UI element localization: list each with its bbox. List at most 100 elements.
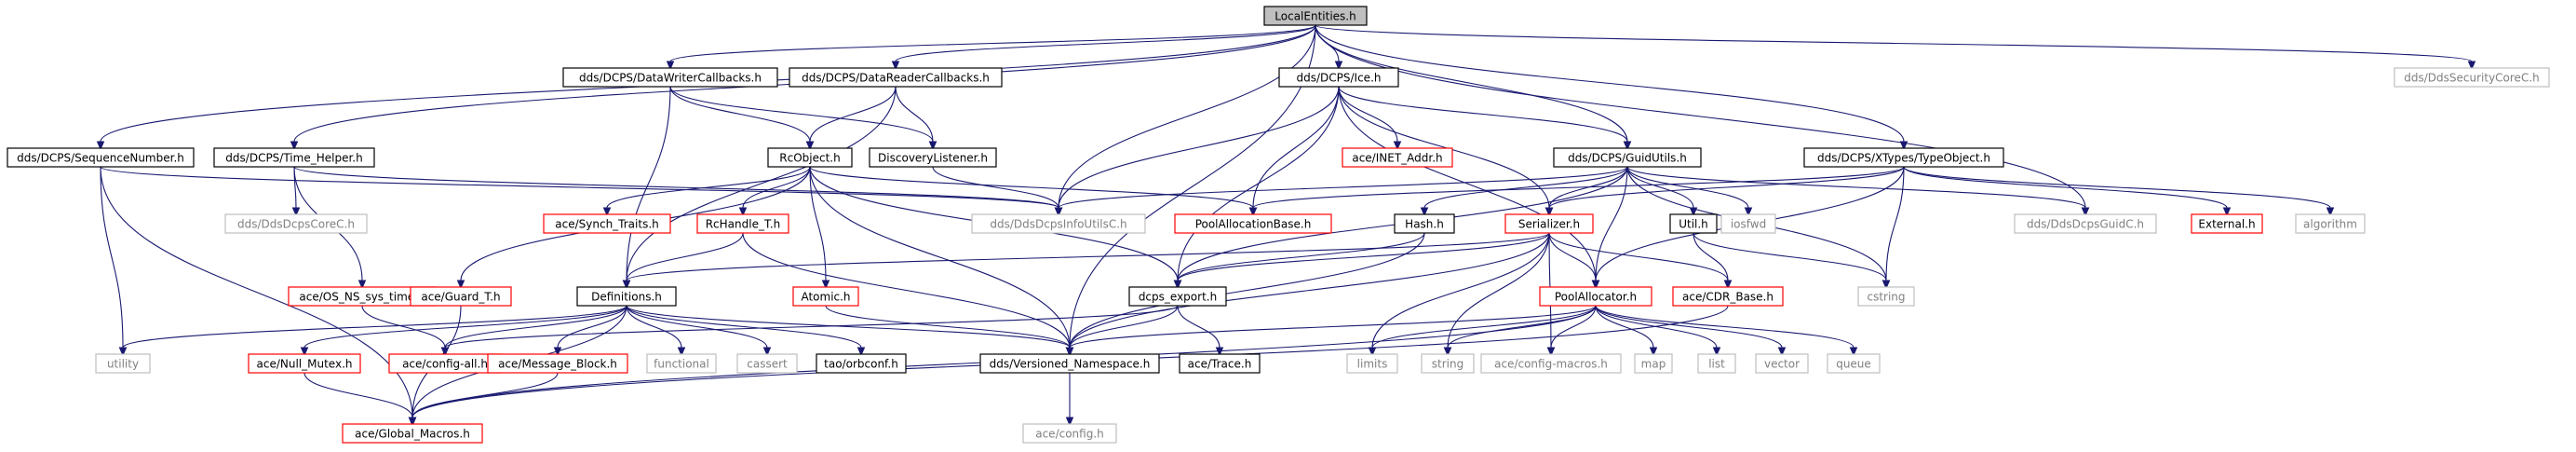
node-nullmutex[interactable]: ace/Null_Mutex.h (248, 353, 361, 374)
node-poolalloc[interactable]: PoolAllocator.h (1539, 286, 1652, 307)
node-defs[interactable]: Definitions.h (576, 286, 677, 307)
node-label: vector (1764, 358, 1800, 371)
edge-guidu-to-hash (1420, 166, 1628, 217)
node-box (1553, 147, 1702, 168)
node-globalmacros[interactable]: ace/Global_Macros.h (342, 423, 483, 444)
node-poolab[interactable]: PoolAllocationBase.h (1174, 213, 1332, 234)
node-trace[interactable]: ace/Trace.h (1179, 353, 1261, 374)
edge-rcobj-to-poolab (809, 166, 1258, 217)
node-box (869, 147, 997, 168)
node-orbconf[interactable]: tao/orbconf.h (816, 353, 907, 374)
edge-poolalloc-to-configmacros (1546, 305, 1597, 357)
node-utility[interactable]: utility (95, 353, 151, 374)
edge-local-to-ice (1315, 24, 1343, 71)
node-queue[interactable]: queue (1827, 353, 1881, 374)
node-serial[interactable]: Serializer.h (1504, 213, 1594, 234)
node-label: ace/Null_Mutex.h (257, 358, 353, 371)
node-util[interactable]: Util.h (1669, 213, 1718, 234)
node-box (1263, 6, 1368, 26)
node-cassert[interactable]: cassert (736, 353, 798, 374)
edge-hash-to-versioned (1065, 232, 1425, 357)
node-configmacros[interactable]: ace/config-macros.h (1480, 353, 1622, 374)
node-vector[interactable]: vector (1755, 353, 1809, 374)
node-box (767, 147, 853, 168)
edge-serial-to-defs (622, 232, 1550, 290)
node-hash[interactable]: Hash.h (1394, 213, 1455, 234)
edge-local-to-dwcb (666, 24, 1316, 71)
edge-hash-to-dcpsexp (1173, 232, 1425, 290)
edge-util-to-cdrbase (1693, 232, 1733, 290)
node-box (696, 213, 789, 234)
node-versioned[interactable]: dds/Versioned_Namespace.h (979, 353, 1160, 374)
edge-guidu-to-guidc (1626, 166, 2090, 217)
edge-rcobj-to-synch (602, 166, 811, 217)
node-box (213, 147, 375, 168)
node-box (1755, 353, 1809, 374)
node-dcpsexp[interactable]: dcps_export.h (1128, 286, 1227, 307)
node-label: RcObject.h (779, 152, 840, 165)
node-drcb[interactable]: dds/DCPS/DataReaderCallbacks.h (789, 67, 1003, 88)
node-guidu[interactable]: dds/DCPS/GuidUtils.h (1553, 147, 1702, 168)
node-msgblock[interactable]: ace/Message_Block.h (487, 353, 628, 374)
node-label: ace/INET_Addr.h (1352, 152, 1442, 165)
edge-defs-to-functional (626, 305, 686, 357)
node-ossys[interactable]: ace/OS_NS_sys_time.h (288, 286, 437, 307)
edge-util-to-cstring (1693, 232, 1891, 290)
node-label: DiscoveryListener.h (878, 152, 988, 165)
node-label: ace/OS_NS_sys_time.h (299, 291, 425, 304)
node-box (1022, 423, 1117, 444)
node-label: dds/DCPS/XTypes/TypeObject.h (1817, 152, 1990, 165)
node-label: dds/DdsSecurityCoreC.h (2404, 72, 2540, 85)
node-xtypes[interactable]: dds/DCPS/XTypes/TypeObject.h (1803, 147, 2004, 168)
node-cdrbase[interactable]: ace/CDR_Base.h (1672, 286, 1784, 307)
node-guidc[interactable]: dds/DdsDcpsGuidC.h (2014, 213, 2157, 234)
node-box (1128, 286, 1227, 307)
node-box (7, 147, 195, 168)
node-label: dds/DCPS/Time_Helper.h (225, 152, 362, 165)
node-secc[interactable]: dds/DdsSecurityCoreC.h (2394, 67, 2550, 88)
node-functional[interactable]: functional (646, 353, 717, 374)
node-dwcb[interactable]: dds/DCPS/DataWriterCallbacks.h (562, 67, 778, 88)
edge-disc-to-infoutil (932, 166, 1063, 217)
node-label: cstring (1867, 291, 1905, 304)
node-timeh[interactable]: dds/DCPS/Time_Helper.h (213, 147, 375, 168)
node-iosfwd[interactable]: iosfwd (1720, 213, 1776, 234)
node-box (792, 286, 859, 307)
node-external[interactable]: External.h (2191, 213, 2263, 234)
node-label: string (1432, 358, 1463, 371)
node-rcobj[interactable]: RcObject.h (767, 147, 853, 168)
node-guardt[interactable]: ace/Guard_T.h (410, 286, 512, 307)
node-algorithm[interactable]: algorithm (2295, 213, 2366, 234)
node-cstring[interactable]: cstring (1857, 286, 1915, 307)
edge-serial-to-string (1443, 232, 1550, 357)
node-label: list (1708, 358, 1725, 371)
node-map[interactable]: map (1634, 353, 1673, 374)
node-aceconfig[interactable]: ace/config.h (1022, 423, 1117, 444)
node-label: map (1641, 358, 1666, 371)
node-dcpsc[interactable]: dds/DdsDcpsCoreC.h (224, 213, 368, 234)
node-rchandle[interactable]: RcHandle_T.h (696, 213, 789, 234)
node-list[interactable]: list (1697, 353, 1736, 374)
node-ice[interactable]: dds/DCPS/Ice.h (1278, 67, 1399, 88)
node-string[interactable]: string (1421, 353, 1475, 374)
node-box (248, 353, 361, 374)
node-limits[interactable]: limits (1346, 353, 1398, 374)
node-label: ace/CDR_Base.h (1682, 291, 1774, 304)
edge-ice-to-guidu (1338, 86, 1632, 151)
edge-versioned-to-aceconfig (1065, 372, 1074, 427)
node-box (95, 353, 151, 374)
node-infoutil[interactable]: dds/DdsDcpsInfoUtilsC.h (971, 213, 1146, 234)
node-inet[interactable]: ace/INET_Addr.h (1342, 147, 1453, 168)
node-synch[interactable]: ace/Synch_Traits.h (543, 213, 671, 234)
node-configall[interactable]: ace/config-all.h (388, 353, 502, 374)
node-seqn[interactable]: dds/DCPS/SequenceNumber.h (7, 147, 195, 168)
edge-msgblock-to-globalmacros (408, 372, 559, 427)
node-atomic[interactable]: Atomic.h (792, 286, 859, 307)
node-box (646, 353, 717, 374)
node-local[interactable]: LocalEntities.h (1263, 6, 1368, 26)
node-label: algorithm (2303, 218, 2357, 231)
node-label: Definitions.h (591, 291, 662, 304)
node-disc[interactable]: DiscoveryListener.h (869, 147, 997, 168)
edge-poolalloc-to-limits (1368, 305, 1597, 357)
node-label: queue (1836, 358, 1871, 371)
